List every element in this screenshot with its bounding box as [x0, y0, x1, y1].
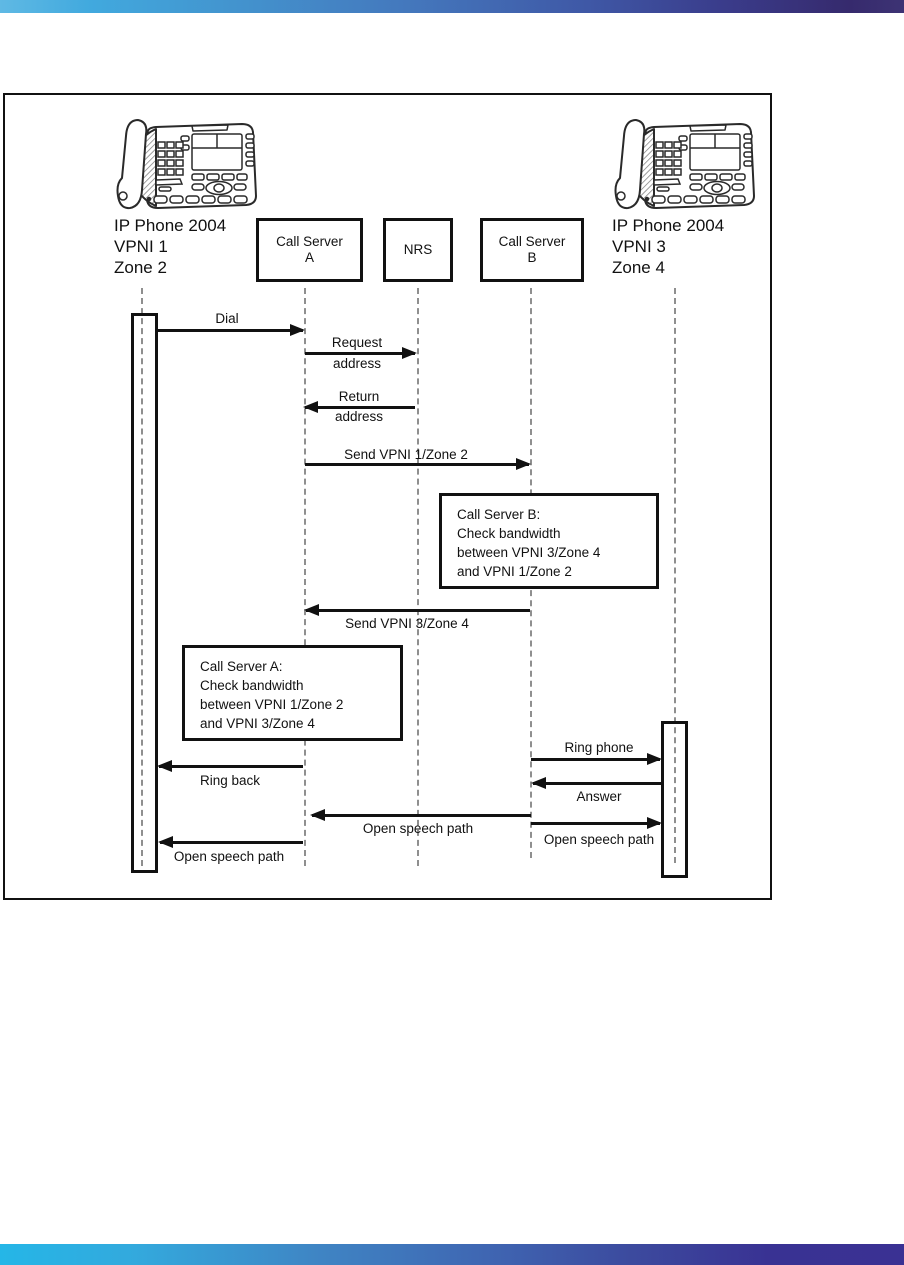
note-a-line-4: and VPNI 3/Zone 4 [200, 716, 315, 731]
arrow-answer [531, 777, 661, 789]
phone-left-line-3: Zone 2 [114, 258, 167, 277]
arrow-ring-phone-line [531, 758, 660, 761]
phone-right-line-2: VPNI 3 [612, 237, 666, 256]
note-call-server-a: Call Server A: Check bandwidth between V… [182, 645, 403, 741]
actor-label-ip-phone-right: IP Phone 2004 VPNI 3 Zone 4 [612, 215, 724, 278]
label-open-speech-path-mid: Open speech path [362, 821, 474, 836]
call-server-a-letter: A [304, 250, 314, 265]
arrow-answer-head [531, 777, 546, 789]
nrs-label: NRS [403, 242, 433, 257]
arrow-open-speech-path-b-to-phone-line [531, 822, 660, 825]
nrs-box: NRS [383, 218, 453, 282]
note-b-line-3: between VPNI 3/Zone 4 [457, 545, 601, 560]
label-send-vpni1-zone2: Send VPNI 1/Zone 2 [344, 447, 468, 462]
arrow-send-vpni3-zone4 [304, 604, 530, 616]
lifeline-ip-phone-right [674, 288, 676, 863]
call-server-a-box: Call Server A [256, 218, 363, 282]
ip-phone-right-illustration [594, 112, 762, 216]
actor-label-ip-phone-left: IP Phone 2004 VPNI 1 Zone 2 [114, 215, 226, 278]
arrow-answer-line [533, 782, 661, 785]
arrow-ring-phone-head [647, 753, 662, 765]
arrow-dial-line [158, 329, 303, 332]
label-send-vpni3-zone4: Send VPNI 3/Zone 4 [345, 616, 469, 631]
arrow-return-address-line [305, 406, 415, 409]
arrow-send-vpni1-zone2-line [305, 463, 529, 466]
arrow-return-address-head [303, 401, 318, 413]
arrow-open-speech-path-a-to-phone-head [158, 836, 173, 848]
activation-ip-phone-right [661, 721, 688, 878]
arrow-return-address [303, 401, 415, 413]
label-ring-back: Ring back [199, 773, 261, 788]
phone-left-line-1: IP Phone 2004 [114, 216, 227, 235]
arrow-ring-back-line [159, 765, 303, 768]
arrow-dial [158, 324, 305, 336]
arrow-open-speech-path-b-to-a-head [310, 809, 325, 821]
label-ring-phone: Ring phone [564, 740, 634, 755]
note-a-line-2: Check bandwidth [200, 678, 304, 693]
lifeline-call-server-a [304, 288, 306, 866]
label-dial: Dial [215, 311, 239, 326]
label-request: Request [331, 335, 383, 350]
arrow-ring-back [157, 760, 303, 772]
note-b-line-4: and VPNI 1/Zone 2 [457, 564, 572, 579]
lifeline-nrs [417, 288, 419, 866]
arrow-open-speech-path-b-to-a [310, 809, 531, 821]
label-open-speech-path-left: Open speech path [173, 849, 285, 864]
note-b-line-1: Call Server B: [457, 507, 541, 522]
label-answer: Answer [576, 789, 622, 804]
call-server-b-letter: B [527, 250, 537, 265]
label-open-speech-path-right: Open speech path [543, 832, 655, 847]
note-b-line-2: Check bandwidth [457, 526, 561, 541]
arrow-dial-head [290, 324, 305, 336]
arrow-request-address [305, 347, 417, 359]
top-gradient-bar [0, 0, 904, 13]
arrow-ring-phone [531, 753, 662, 765]
label-return: Return [338, 389, 380, 404]
arrow-request-address-line [305, 352, 415, 355]
arrow-send-vpni3-zone4-line [306, 609, 530, 612]
call-server-b-label: Call Server [498, 234, 566, 249]
arrow-request-address-head [402, 347, 417, 359]
bottom-gradient-bar [0, 1244, 904, 1265]
note-call-server-b: Call Server B: Check bandwidth between V… [439, 493, 659, 589]
arrow-send-vpni3-zone4-head [304, 604, 319, 616]
arrow-open-speech-path-a-to-phone-line [160, 841, 303, 844]
arrow-ring-back-head [157, 760, 172, 772]
arrow-open-speech-path-a-to-phone [158, 836, 303, 848]
phone-right-line-3: Zone 4 [612, 258, 665, 277]
ip-phone-left-illustration [96, 112, 264, 216]
arrow-send-vpni1-zone2-head [516, 458, 531, 470]
arrow-open-speech-path-b-to-phone [531, 817, 662, 829]
arrow-open-speech-path-b-to-a-line [312, 814, 531, 817]
phone-left-line-2: VPNI 1 [114, 237, 168, 256]
arrow-open-speech-path-b-to-phone-head [647, 817, 662, 829]
lifeline-ip-phone-left [141, 288, 143, 866]
note-a-line-1: Call Server A: [200, 659, 283, 674]
activation-ip-phone-left [131, 313, 158, 873]
call-server-b-box: Call Server B [480, 218, 584, 282]
arrow-send-vpni1-zone2 [305, 458, 531, 470]
phone-right-line-1: IP Phone 2004 [612, 216, 725, 235]
call-server-a-label: Call Server [276, 234, 343, 249]
label-return-address: address [334, 409, 384, 424]
note-a-line-3: between VPNI 1/Zone 2 [200, 697, 344, 712]
label-request-address: address [332, 356, 382, 371]
